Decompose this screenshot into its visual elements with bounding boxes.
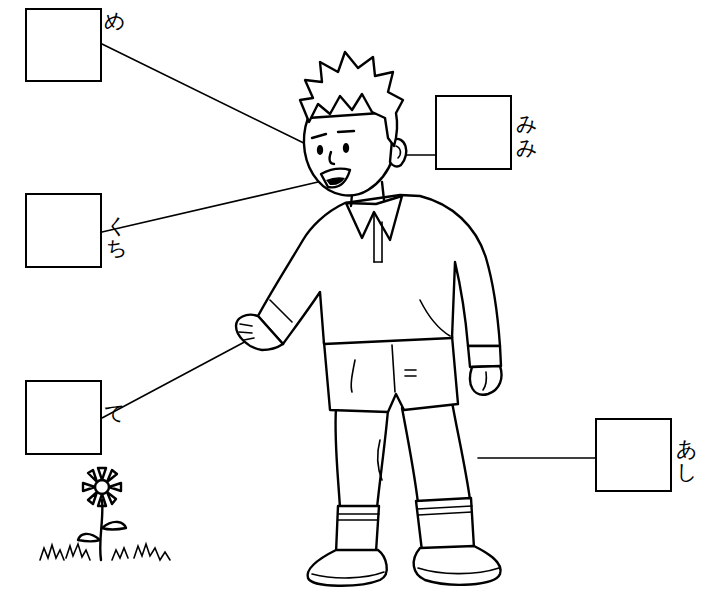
grass [40,544,170,560]
flower [78,468,126,560]
part-label: みみ [516,101,538,149]
socks [336,498,474,553]
head [300,52,406,196]
part-label: くち [106,201,128,249]
shorts [324,336,458,412]
answer-box: みみ [435,95,512,170]
answer-box: め [25,8,102,82]
answer-box: あし [595,418,672,492]
shoes [308,546,501,586]
part-label: て [104,402,126,424]
answer-box: て [25,380,102,455]
leader-lines [102,44,595,458]
part-label: め [104,10,126,32]
answer-box: くち [25,193,102,268]
part-label: あし [676,424,698,472]
legs [335,402,470,508]
hands [236,315,502,395]
shirt [258,195,501,367]
